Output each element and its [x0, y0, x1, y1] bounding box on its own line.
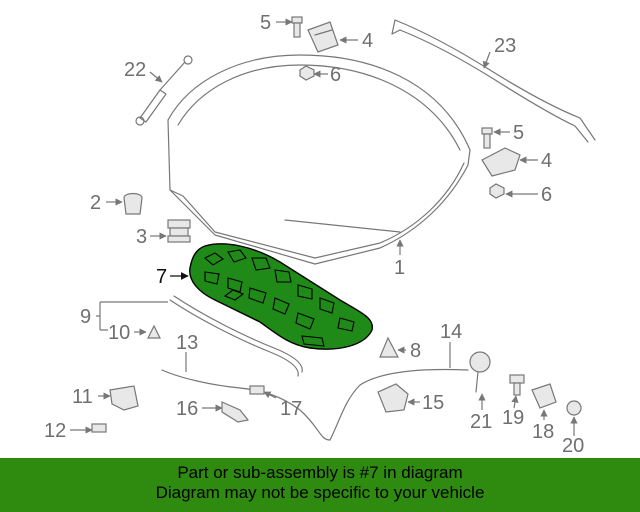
banner-line-2: Diagram may not be specific to your vehi… — [155, 483, 485, 502]
seal-strip-part-9 — [169, 295, 303, 377]
bumper-part-2 — [123, 192, 143, 215]
callout-5-lower[interactable]: 5 — [513, 122, 524, 144]
callout-10[interactable]: 10 — [108, 322, 130, 344]
bolt-part-19 — [509, 374, 525, 396]
hood-panel — [167, 54, 471, 265]
callout-4-upper[interactable]: 4 — [362, 30, 373, 52]
grommet-part-20 — [566, 400, 582, 416]
callout-9[interactable]: 9 — [80, 306, 91, 328]
banner-line-1: Part or sub-assembly is #7 in diagram — [177, 463, 463, 482]
bolt-part-17 — [249, 385, 265, 395]
callout-7[interactable]: 7 — [156, 266, 167, 288]
callout-5-upper[interactable]: 5 — [260, 12, 271, 34]
cone-part-8 — [379, 336, 399, 358]
callout-21[interactable]: 21 — [470, 411, 492, 433]
callout-1[interactable]: 1 — [394, 257, 405, 279]
callout-13[interactable]: 13 — [176, 332, 198, 354]
hinge-lower-part-4 — [481, 147, 521, 177]
callout-19[interactable]: 19 — [502, 407, 524, 429]
gas-strut-part-22 — [135, 55, 193, 126]
callout-4-lower[interactable]: 4 — [541, 150, 552, 172]
hood-insulator-part-7[interactable] — [189, 243, 374, 350]
weatherstrip-part-23 — [391, 19, 596, 143]
stopper-part-3 — [167, 219, 191, 243]
hinge-upper-part-4 — [307, 21, 339, 53]
callout-6-upper[interactable]: 6 — [330, 64, 341, 86]
callout-17[interactable]: 17 — [280, 398, 302, 420]
callout-20[interactable]: 20 — [562, 435, 584, 457]
bracket-part-11 — [109, 385, 139, 411]
callout-8[interactable]: 8 — [410, 340, 421, 362]
callout-18[interactable]: 18 — [532, 421, 554, 443]
bolt-part-12 — [91, 423, 107, 433]
bracket-part-16 — [221, 401, 250, 423]
callout-22[interactable]: 22 — [124, 59, 146, 81]
leader-lines — [70, 18, 578, 436]
info-banner: Part or sub-assembly is #7 in diagram Di… — [0, 458, 640, 512]
handle-part-21 — [469, 351, 491, 393]
parts-diagram: 5 4 6 22 23 5 4 6 2 3 1 7 9 10 13 14 8 1… — [44, 12, 596, 457]
callout-15[interactable]: 15 — [422, 392, 444, 414]
callout-labels: 5 4 6 22 23 5 4 6 2 3 1 7 9 10 13 14 8 1… — [44, 12, 584, 457]
callout-2[interactable]: 2 — [90, 192, 101, 214]
nut-upper-part-6 — [299, 65, 315, 81]
callout-3[interactable]: 3 — [136, 226, 147, 248]
bracket-part-18 — [531, 383, 557, 409]
callout-11[interactable]: 11 — [72, 386, 93, 408]
nut-lower-part-6 — [489, 183, 505, 199]
callout-12[interactable]: 12 — [44, 420, 66, 442]
latch-part-15 — [377, 383, 409, 413]
callout-14[interactable]: 14 — [440, 321, 462, 343]
callout-16[interactable]: 16 — [176, 398, 198, 420]
clip-part-10 — [147, 324, 161, 339]
bolt-upper-part-5 — [291, 16, 303, 38]
callout-23[interactable]: 23 — [494, 35, 516, 57]
callout-6-lower[interactable]: 6 — [541, 184, 552, 206]
bolt-lower-part-5 — [481, 127, 493, 149]
